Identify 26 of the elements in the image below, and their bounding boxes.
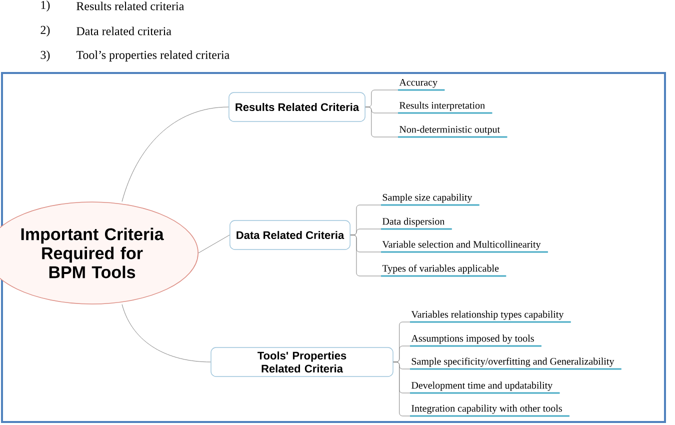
subtopic: Variable selection and Multicollinearity [381, 240, 548, 253]
connector [198, 234, 230, 254]
subtopic: Sample specificity/overfitting and Generalizability [410, 358, 622, 370]
topic-box: Tools' Properties Related Criteria [210, 347, 394, 377]
subtopic: Development time and updatability [410, 382, 560, 394]
list-number: 1) [41, 0, 50, 12]
subtopic: Assumptions imposed by tools [410, 334, 542, 347]
list-number: 3) [40, 50, 50, 62]
subtopic: Results interpretation [398, 102, 492, 114]
subtopic: Integration capability with other tools [410, 404, 570, 417]
list-number: 2) [40, 26, 50, 36]
subtopic: Sample size capability [381, 194, 480, 206]
subtopic: Data dispersion [381, 218, 452, 230]
topic-box: Results Related Criteria [228, 92, 366, 122]
list-item: Data related criteria [76, 26, 172, 36]
connector [365, 106, 398, 138]
connector [350, 234, 382, 276]
connector [122, 304, 211, 362]
topic-box: Data Related Criteria [230, 220, 350, 250]
subtopic: Non-deterministic output [398, 126, 508, 138]
subtopic: Types of variables applicable [381, 264, 506, 277]
list-item: Tool’s properties related criteria [76, 50, 230, 62]
list-item: Results related criteria [76, 2, 184, 10]
subtopic: Variables relationship types capability [410, 310, 571, 323]
subtopic: Accuracy [398, 79, 445, 91]
connector [122, 106, 229, 202]
